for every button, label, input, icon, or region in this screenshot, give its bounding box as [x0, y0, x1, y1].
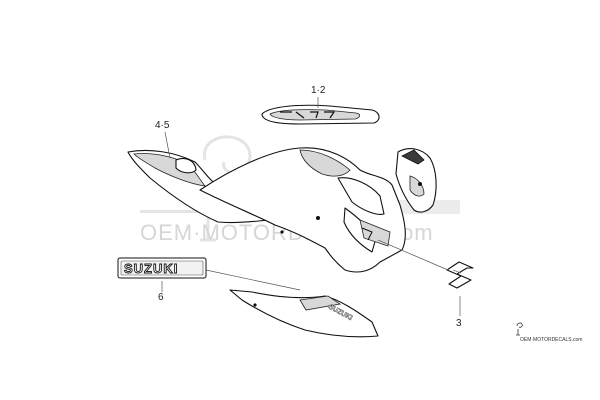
leader-lines — [161, 97, 461, 316]
site-mark-icon — [516, 322, 523, 336]
suzuki-s-logo-icon — [446, 261, 474, 289]
site-mark-text: OEM·MOTORDECALS.com — [520, 337, 582, 343]
emblem-brand-text: SUZUKI — [124, 261, 178, 276]
callout-6: 6 — [158, 292, 164, 303]
site-mark: OEM·MOTORDECALS.com — [516, 322, 582, 343]
part-front-cowl — [395, 148, 437, 213]
part-tank-emblem — [261, 104, 380, 125]
callout-1-2: 1·2 — [311, 85, 326, 96]
callout-3: 3 — [456, 318, 462, 329]
part-suzuki-emblem: SUZUKI — [117, 257, 207, 279]
callout-4-5: 4·5 — [155, 120, 170, 131]
part-fairing-body — [199, 147, 406, 273]
part-s-emblem — [446, 261, 474, 289]
part-lower-panel: SUZUKI — [229, 289, 379, 338]
